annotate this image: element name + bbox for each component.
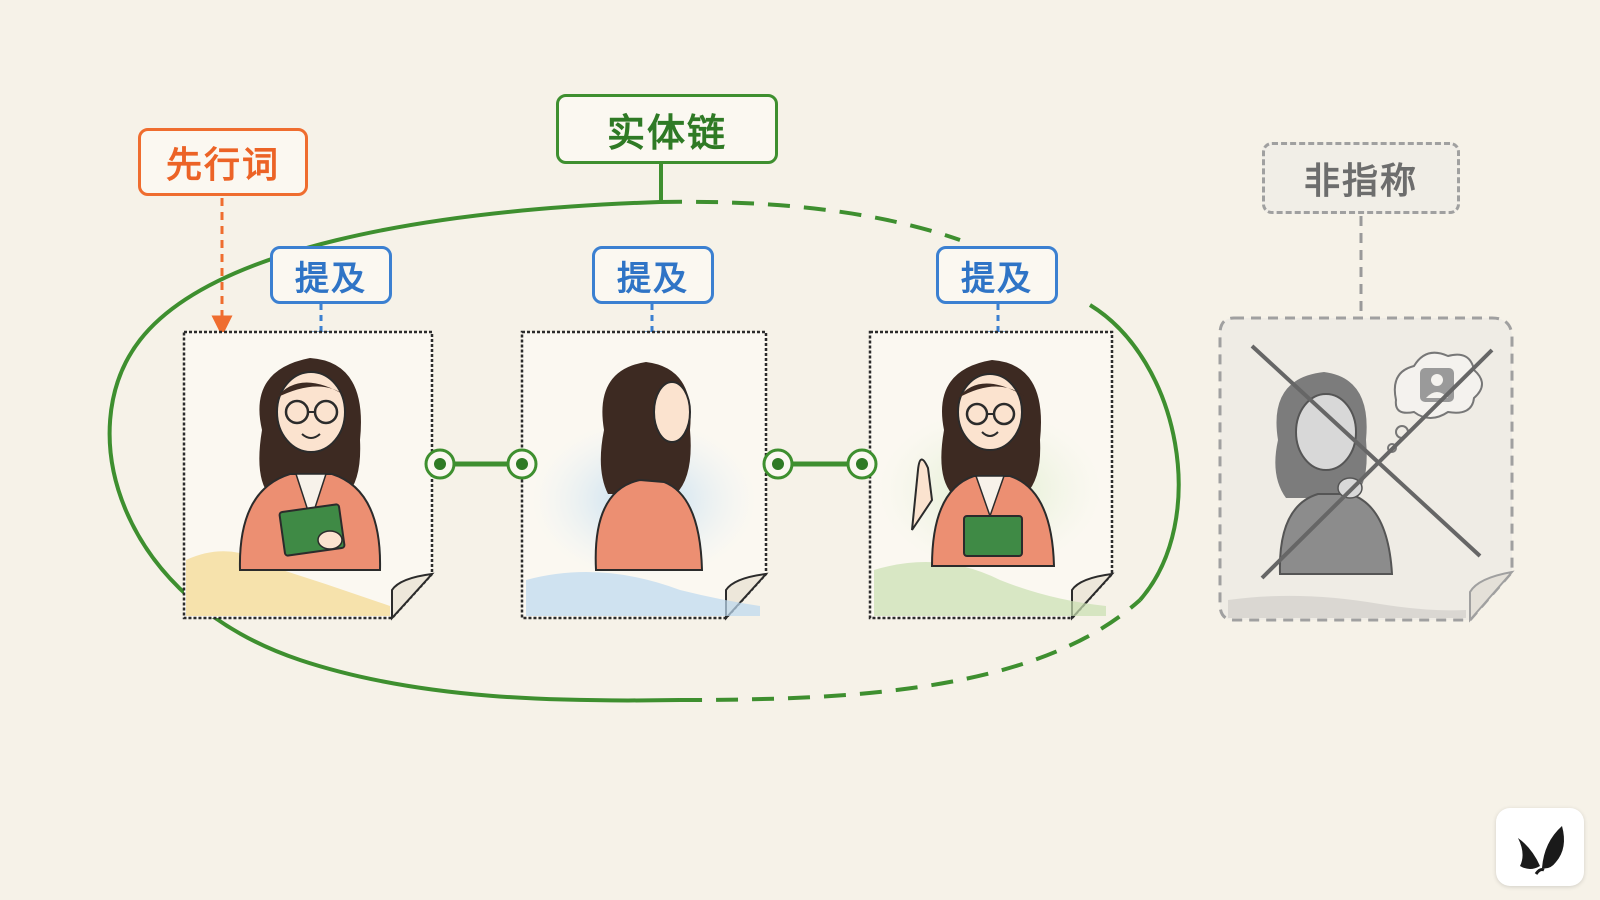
woman-pointing-icon — [911, 360, 1056, 567]
mention-label-1: 提及 — [270, 246, 392, 304]
antecedent-label: 先行词 — [138, 128, 308, 196]
mention-card-3 — [868, 330, 1115, 621]
mention-card-1 — [182, 330, 435, 621]
thinking-woman-icon — [1275, 372, 1394, 575]
non-referential-card — [1218, 316, 1515, 623]
mention-card-2 — [520, 330, 769, 621]
mention-label-2: 提及 — [592, 246, 714, 304]
entity-chain-boundary — [107, 199, 1181, 703]
woman-with-book-icon — [238, 358, 382, 571]
link-2-3 — [762, 448, 878, 480]
link-1-2 — [424, 448, 538, 480]
butterfly-icon — [1518, 826, 1564, 875]
cross-mark-icon — [1250, 344, 1494, 580]
woman-side-view-icon — [594, 362, 704, 571]
entity-chain-label: 实体链 — [556, 94, 778, 164]
non-referential-label: 非指称 — [1262, 142, 1460, 214]
mention-label-3: 提及 — [936, 246, 1058, 304]
brand-logo[interactable] — [1496, 808, 1584, 886]
